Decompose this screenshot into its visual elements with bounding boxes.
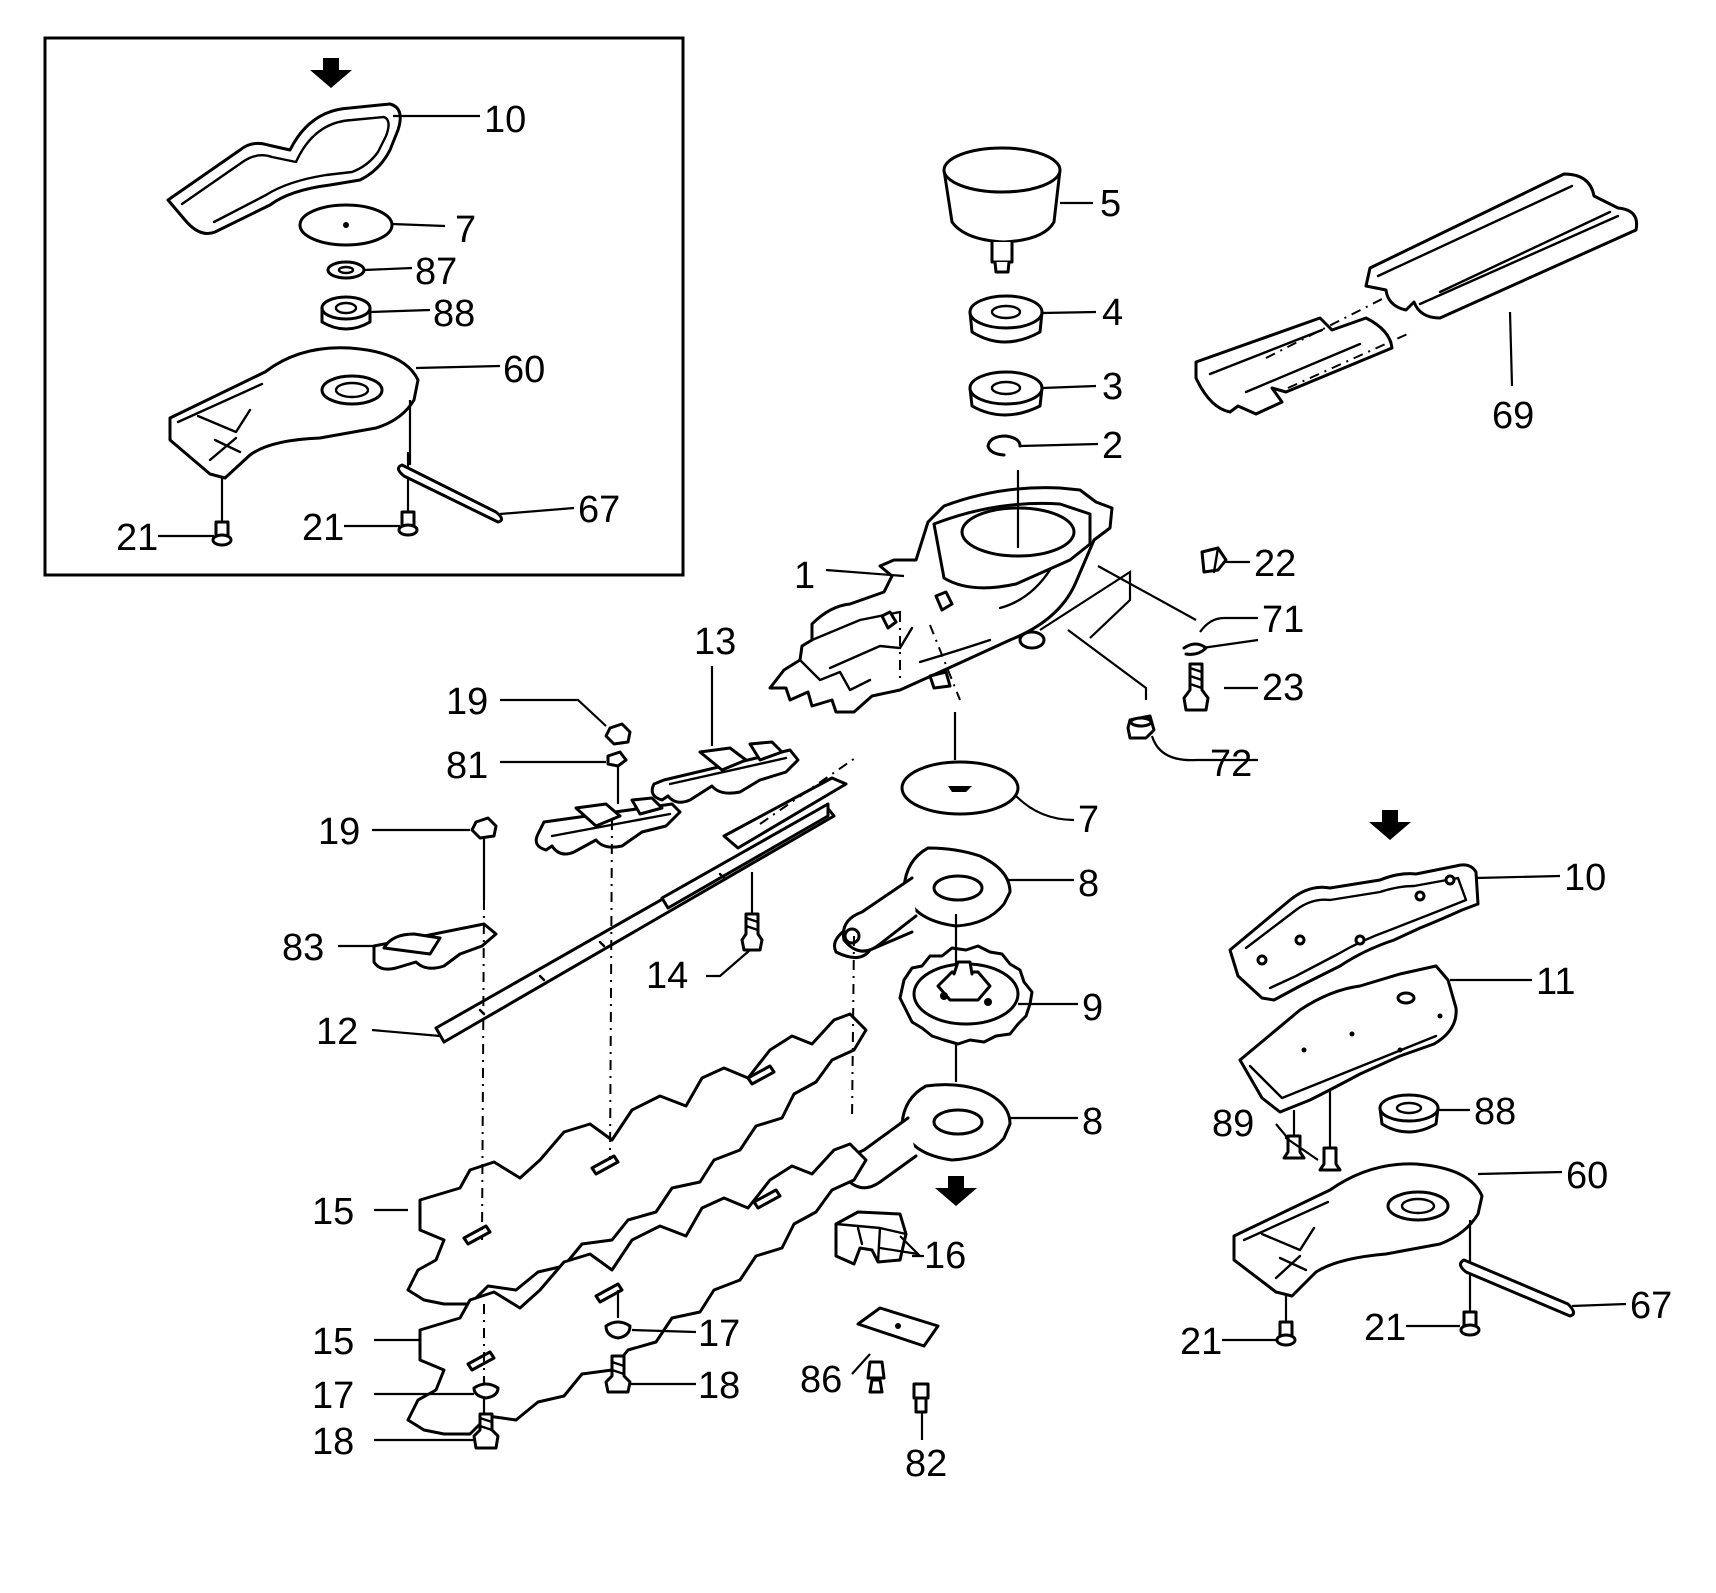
callout-21-right-b: 21 bbox=[1364, 1307, 1406, 1349]
callout-18-lower: 18 bbox=[312, 1421, 354, 1463]
callout-16: 16 bbox=[924, 1235, 966, 1277]
washer-81 bbox=[606, 750, 628, 768]
callout-72: 72 bbox=[1210, 743, 1252, 785]
spring-washer-71 bbox=[1182, 642, 1208, 656]
callout-7-center: 7 bbox=[1078, 799, 1099, 841]
screw-89-a bbox=[1282, 1134, 1306, 1160]
callout-1: 1 bbox=[794, 555, 815, 597]
down-arrow-icon bbox=[1369, 810, 1411, 840]
callout-19-upper: 19 bbox=[446, 681, 488, 723]
callout-21-right-a: 21 bbox=[1180, 1321, 1222, 1363]
callout-89: 89 bbox=[1212, 1103, 1254, 1145]
callout-22: 22 bbox=[1254, 543, 1296, 585]
callout-71: 71 bbox=[1262, 599, 1304, 641]
callout-21-inset-a: 21 bbox=[116, 517, 158, 559]
inset-washer bbox=[326, 260, 366, 280]
callout-23: 23 bbox=[1262, 667, 1304, 709]
inset-gasket bbox=[166, 102, 402, 235]
washer-17-lower bbox=[472, 1382, 500, 1400]
callout-15-lower: 15 bbox=[312, 1321, 354, 1363]
inset-shaft bbox=[397, 463, 503, 524]
screw-89-b bbox=[1318, 1146, 1342, 1172]
callout-13: 13 bbox=[694, 621, 736, 663]
callout-88-inset: 88 bbox=[433, 293, 475, 335]
gear-cover-60-right bbox=[1232, 1162, 1484, 1298]
block-16 bbox=[834, 1210, 908, 1266]
callout-60-inset: 60 bbox=[503, 349, 545, 391]
down-arrow-icon bbox=[310, 58, 352, 88]
callout-9: 9 bbox=[1082, 987, 1103, 1029]
circlip bbox=[986, 434, 1022, 457]
callout-15-upper: 15 bbox=[312, 1191, 354, 1233]
blade-guide-lower bbox=[534, 802, 682, 856]
callout-60-right: 60 bbox=[1566, 1155, 1608, 1197]
shaft-67-right bbox=[1459, 1258, 1575, 1318]
callout-88-right: 88 bbox=[1474, 1091, 1516, 1133]
callout-8-upper: 8 bbox=[1078, 863, 1099, 905]
callout-69: 69 bbox=[1492, 395, 1534, 437]
callout-21-inset-b: 21 bbox=[302, 507, 344, 549]
callout-5: 5 bbox=[1100, 183, 1121, 225]
inset-gear-cover bbox=[168, 346, 420, 480]
callout-18-upper: 18 bbox=[698, 1365, 740, 1407]
callout-10-right: 10 bbox=[1564, 857, 1606, 899]
callout-67-right: 67 bbox=[1630, 1285, 1672, 1327]
callout-8-lower: 8 bbox=[1082, 1101, 1103, 1143]
washer-17-upper bbox=[604, 1320, 632, 1340]
down-arrow-icon bbox=[935, 1176, 977, 1206]
callout-83: 83 bbox=[282, 927, 324, 969]
callout-82: 82 bbox=[905, 1443, 947, 1485]
screw-82 bbox=[912, 1382, 930, 1414]
callout-4: 4 bbox=[1102, 292, 1123, 334]
callout-17-lower: 17 bbox=[312, 1375, 354, 1417]
nut-19-lower bbox=[470, 816, 498, 840]
callout-17-upper: 17 bbox=[698, 1313, 740, 1355]
callout-7-inset: 7 bbox=[455, 209, 476, 251]
nut-19-upper bbox=[604, 722, 632, 746]
cutting-blade-lower bbox=[406, 1142, 868, 1436]
blade-cover bbox=[1194, 316, 1394, 416]
callout-14: 14 bbox=[646, 955, 688, 997]
callout-81: 81 bbox=[446, 745, 488, 787]
inset-frame bbox=[43, 36, 685, 577]
callout-3: 3 bbox=[1102, 366, 1123, 408]
cutting-blade-upper bbox=[406, 1012, 868, 1306]
callout-67-inset: 67 bbox=[578, 489, 620, 531]
callout-11: 11 bbox=[1536, 961, 1575, 1003]
callout-12: 12 bbox=[316, 1011, 358, 1053]
callout-87: 87 bbox=[415, 251, 457, 293]
bolt-14 bbox=[740, 912, 764, 952]
grease-plug bbox=[1200, 546, 1228, 574]
callout-86: 86 bbox=[800, 1359, 842, 1401]
callout-19-lower: 19 bbox=[318, 811, 360, 853]
callout-10-inset: 10 bbox=[484, 99, 526, 141]
callout-2: 2 bbox=[1102, 425, 1123, 467]
